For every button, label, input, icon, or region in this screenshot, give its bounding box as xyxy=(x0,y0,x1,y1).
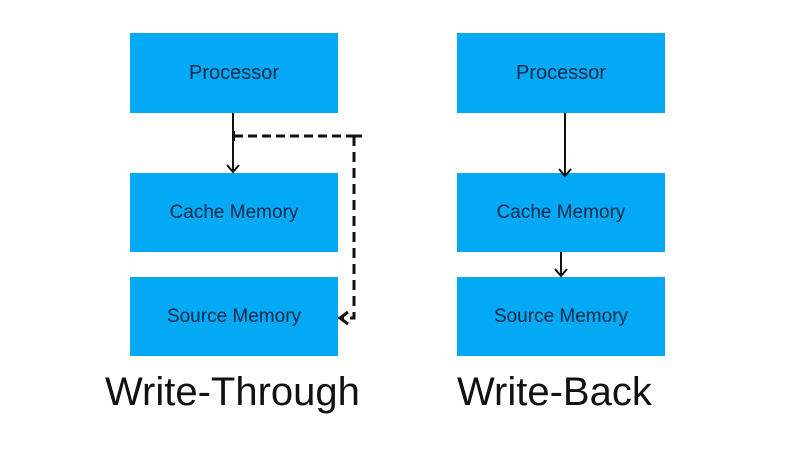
wb-proc-cache-arrowhead xyxy=(558,168,572,178)
wb-caption: Write-Back xyxy=(457,370,652,414)
wt-processor-box: Processor xyxy=(130,33,338,113)
wt-processor-label: Processor xyxy=(188,61,280,84)
wt-cache-label: Cache Memory xyxy=(169,201,299,223)
wt-caption: Write-Through xyxy=(105,370,360,414)
wt-source-box: Source Memory xyxy=(130,277,338,356)
wb-cache-box: Cache Memory xyxy=(457,173,665,252)
wt-dashed-down-line xyxy=(342,136,356,320)
wb-source-box: Source Memory xyxy=(457,277,665,356)
wb-cache-label: Cache Memory xyxy=(496,201,626,223)
wt-dashed-arrowhead xyxy=(337,310,349,326)
wb-cache-source-arrowhead xyxy=(554,268,568,278)
wt-source-label: Source Memory xyxy=(166,305,302,327)
wb-source-label: Source Memory xyxy=(493,305,629,327)
wb-processor-box: Processor xyxy=(457,33,665,113)
wt-proc-cache-arrowhead xyxy=(226,164,240,174)
wb-processor-label: Processor xyxy=(515,61,607,84)
wt-cache-box: Cache Memory xyxy=(130,173,338,252)
